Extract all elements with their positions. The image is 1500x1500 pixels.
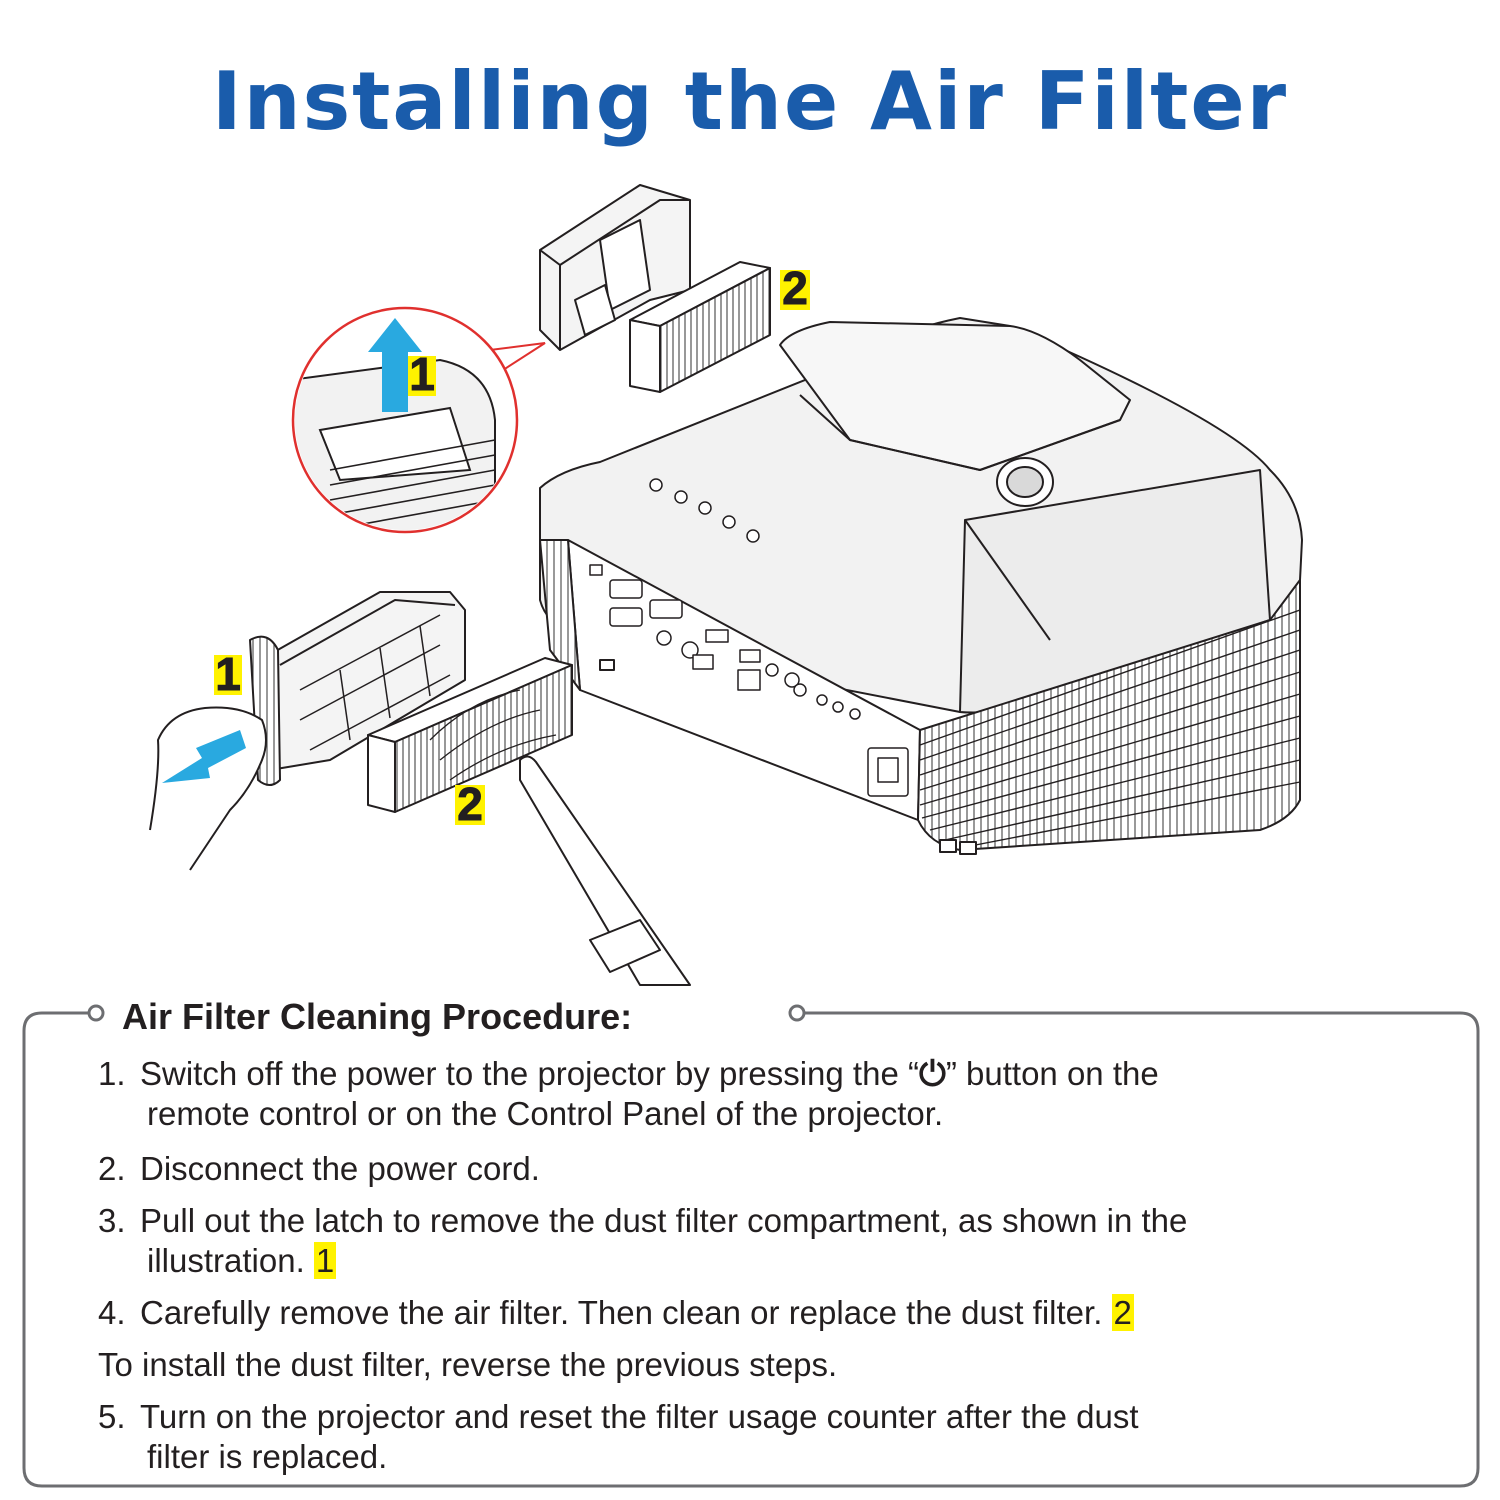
step-text: Turn on the projector and reset the filt… <box>140 1398 1139 1435</box>
step-text: Disconnect the power cord. <box>140 1150 540 1187</box>
projector-icon <box>539 317 1303 855</box>
lift-arrow-icon <box>368 318 422 412</box>
step-4: 4. Carefully remove the air filter. Then … <box>98 1293 1134 1333</box>
step-number: 2. <box>98 1150 126 1187</box>
air-filter-icon <box>629 261 771 393</box>
step-1: 1. Switch off the power to the projector … <box>98 1054 1159 1134</box>
callout-ref-1: 1 <box>313 1242 337 1279</box>
note-text: To install the dust filter, reverse the … <box>98 1346 838 1383</box>
magnifier-circle-icon <box>291 306 546 534</box>
step-2: 2. Disconnect the power cord. <box>98 1149 540 1189</box>
step-number: 1. <box>98 1055 126 1092</box>
svg-text:2: 2 <box>782 262 808 314</box>
pull-arrow-icon <box>162 730 246 783</box>
step-text: Carefully remove the air filter. Then cl… <box>140 1294 1103 1331</box>
callout-1-magnifier: 1 <box>408 348 436 401</box>
filter-compartment-icon <box>249 591 466 786</box>
step-text: Pull out the latch to remove the dust fi… <box>140 1202 1188 1239</box>
install-note: To install the dust filter, reverse the … <box>98 1345 837 1385</box>
step-text-continued: remote control or on the Control Panel o… <box>147 1095 944 1132</box>
step-number: 5. <box>98 1398 126 1435</box>
step-text-continued: filter is replaced. <box>147 1438 388 1475</box>
page-title: Installing the Air Filter <box>211 55 1289 148</box>
svg-text:2: 2 <box>457 778 483 830</box>
step-number: 4. <box>98 1294 126 1331</box>
hand-icon <box>149 706 267 871</box>
callout-ref-2: 2 <box>1111 1294 1134 1331</box>
step-text-continued: illustration. <box>147 1242 305 1279</box>
procedure-heading: Air Filter Cleaning Procedure: <box>122 996 633 1037</box>
step-number: 3. <box>98 1202 126 1239</box>
step-text: Switch off the power to the projector by… <box>140 1055 919 1092</box>
power-icon: ⏻ <box>918 1055 946 1093</box>
callout-2-top: 2 <box>780 262 810 315</box>
callout-2-bottom: 2 <box>455 778 485 831</box>
step-text-after: ” button on the <box>945 1055 1159 1092</box>
svg-text:1: 1 <box>409 348 435 400</box>
vacuum-nozzle-icon <box>519 755 691 986</box>
step-5: 5. Turn on the projector and reset the fi… <box>98 1397 1139 1477</box>
callout-1-left: 1 <box>214 648 242 701</box>
step-3: 3. Pull out the latch to remove the dust … <box>98 1201 1187 1281</box>
air-filter-icon <box>367 657 573 813</box>
filter-cover-icon <box>539 184 691 351</box>
svg-text:1: 1 <box>215 648 241 700</box>
